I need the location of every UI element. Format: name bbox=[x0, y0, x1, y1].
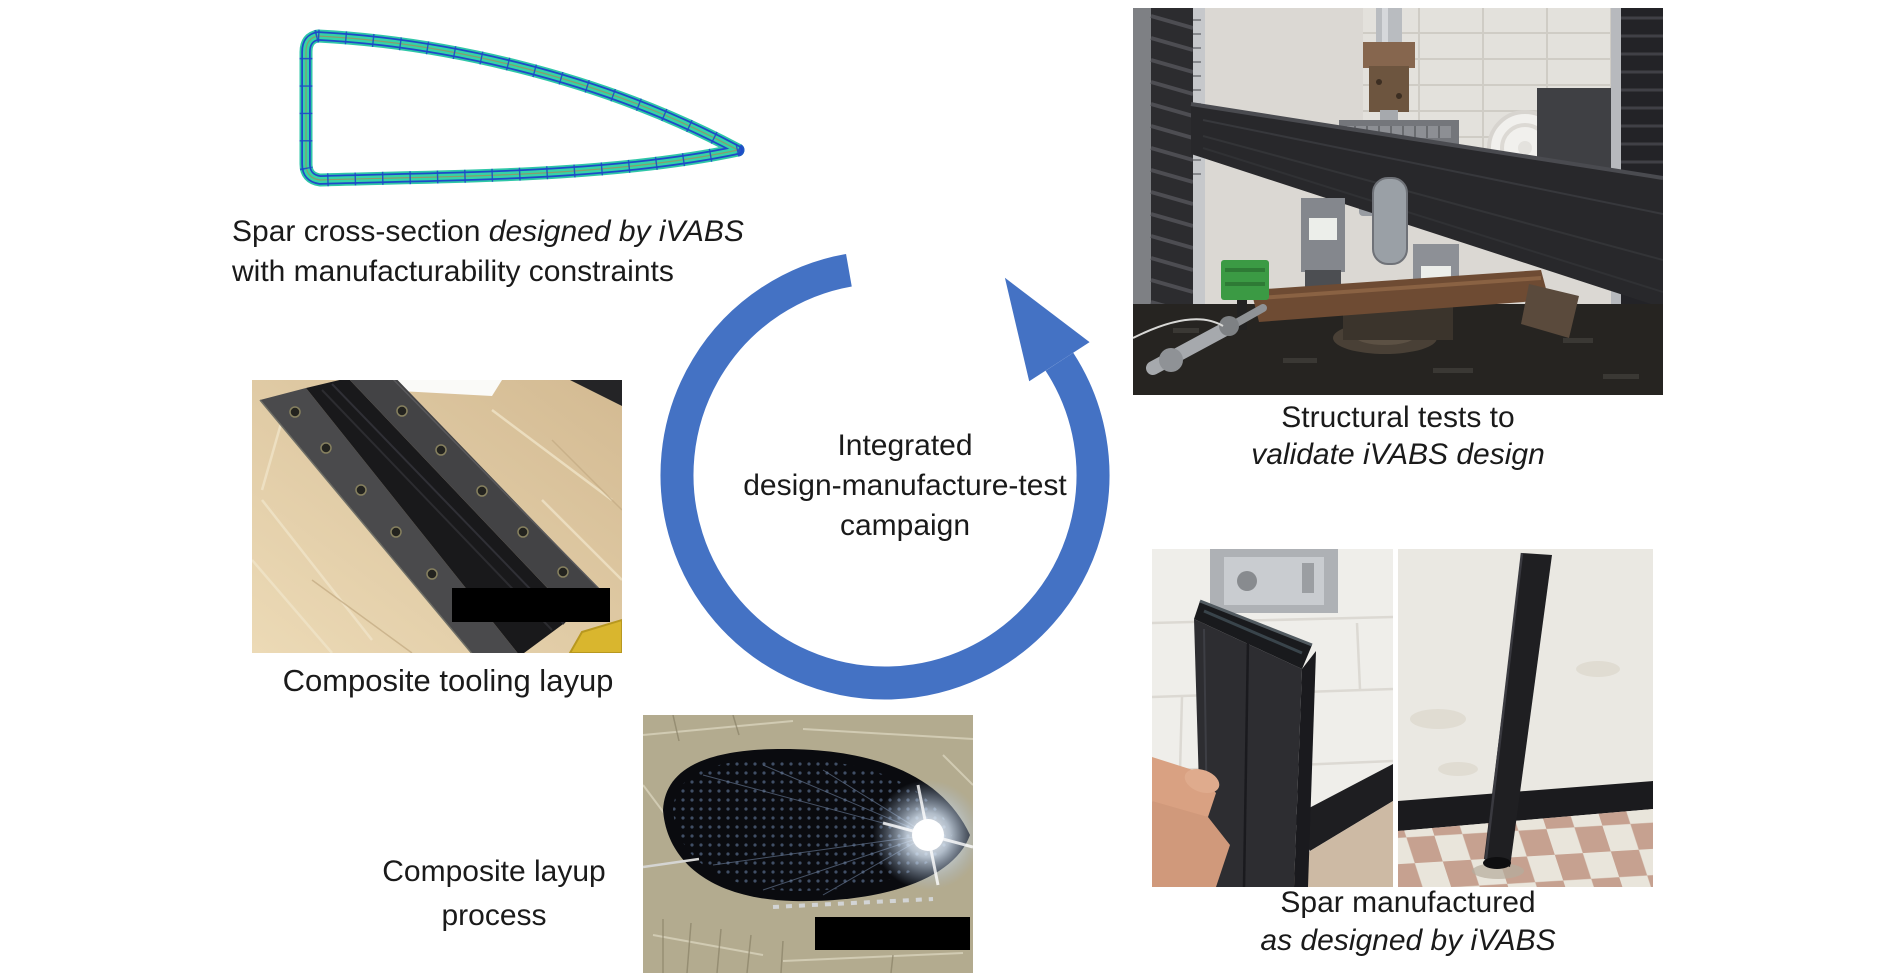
cycle-arrow bbox=[660, 253, 1110, 700]
electrical-box bbox=[1210, 549, 1338, 613]
load-saddle bbox=[1372, 177, 1408, 265]
machine-column-left bbox=[1133, 8, 1205, 395]
cycle-arc bbox=[660, 253, 1110, 700]
wire-pin bbox=[643, 857, 700, 869]
mesh-centerline bbox=[305, 35, 739, 181]
caption-cross-section-line2: with manufacturability constraints bbox=[232, 255, 674, 288]
caption-spar-line2: as designed by iVABS bbox=[1260, 924, 1556, 957]
rusty-fixture-bar bbox=[1251, 270, 1579, 338]
strain-sensor bbox=[1221, 260, 1269, 330]
spar-handheld-photo bbox=[1152, 549, 1393, 887]
dark-corner bbox=[570, 380, 622, 406]
spar-shadow bbox=[1472, 863, 1524, 879]
structural-test-photo bbox=[1133, 8, 1663, 395]
carbon-spar-standing bbox=[1483, 552, 1552, 869]
caption-cross-section-italic: designed by iVABS bbox=[488, 215, 744, 248]
caption-spar-line1: Spar manufactured bbox=[1280, 886, 1536, 919]
grip-block-left bbox=[1301, 198, 1345, 288]
caption-layup-line2: process bbox=[441, 899, 547, 932]
carbon-spar-beam bbox=[1190, 102, 1663, 308]
caption-tooling-line1: Composite tooling layup bbox=[282, 663, 614, 698]
caption-layup-process: Composite layup process bbox=[294, 850, 694, 938]
mold-channel bbox=[259, 380, 609, 653]
flare-spikes bbox=[882, 784, 973, 886]
spar-cross-section-diagram bbox=[299, 29, 745, 187]
caption-cross-section-line1: Spar cross-section designed by iVABS bbox=[232, 212, 812, 252]
wall-smudges bbox=[1410, 661, 1620, 776]
mesh-inner-teal bbox=[303, 33, 741, 183]
baseboard bbox=[1292, 764, 1393, 851]
articulated-arm bbox=[1133, 304, 1267, 375]
cycle-label-line3: campaign bbox=[839, 509, 971, 542]
redaction-bar bbox=[815, 917, 970, 950]
caption-structural-tests: Structural tests to validate iVABS desig… bbox=[1148, 399, 1648, 473]
plastic-creases bbox=[311, 439, 622, 653]
caption-cross-section: Spar cross-section designed by iVABS wit… bbox=[232, 212, 812, 292]
paper-sheet bbox=[380, 380, 502, 396]
cycle-label: Integrated design-manufacture-test campa… bbox=[705, 426, 1105, 546]
checker-floor bbox=[1398, 809, 1653, 887]
spar-standing-photo bbox=[1398, 549, 1653, 887]
caption-structural-line1: Structural tests to bbox=[1281, 401, 1515, 434]
mold-scratches-dark bbox=[662, 715, 894, 973]
caption-structural-line2: validate iVABS design bbox=[1251, 438, 1545, 471]
redaction-bar bbox=[452, 588, 610, 622]
hydraulic-ram bbox=[1363, 8, 1415, 124]
cycle-arrowhead-icon bbox=[1004, 277, 1090, 382]
weave-edge-dashes bbox=[772, 897, 934, 909]
yellow-tool bbox=[568, 618, 622, 653]
table-texture bbox=[1173, 328, 1639, 379]
caption-cross-section-normal: Spar cross-section bbox=[232, 215, 489, 248]
caption-spar-manufactured: Spar manufactured as designed by iVABS bbox=[1158, 884, 1658, 960]
caption-tooling-layup: Composite tooling layup bbox=[198, 663, 698, 699]
carbon-spar-closeup bbox=[1194, 599, 1316, 887]
cycle-label-line2: design-manufacture-test bbox=[743, 469, 1067, 502]
tooling-layup-photo bbox=[252, 380, 622, 653]
plastic-wrinkles bbox=[252, 409, 622, 653]
baseboard bbox=[1398, 781, 1653, 831]
cycle-label-line1: Integrated bbox=[837, 429, 973, 462]
hand bbox=[1152, 757, 1230, 887]
caption-layup-line1: Composite layup bbox=[382, 855, 606, 888]
layup-process-photo bbox=[643, 715, 973, 973]
